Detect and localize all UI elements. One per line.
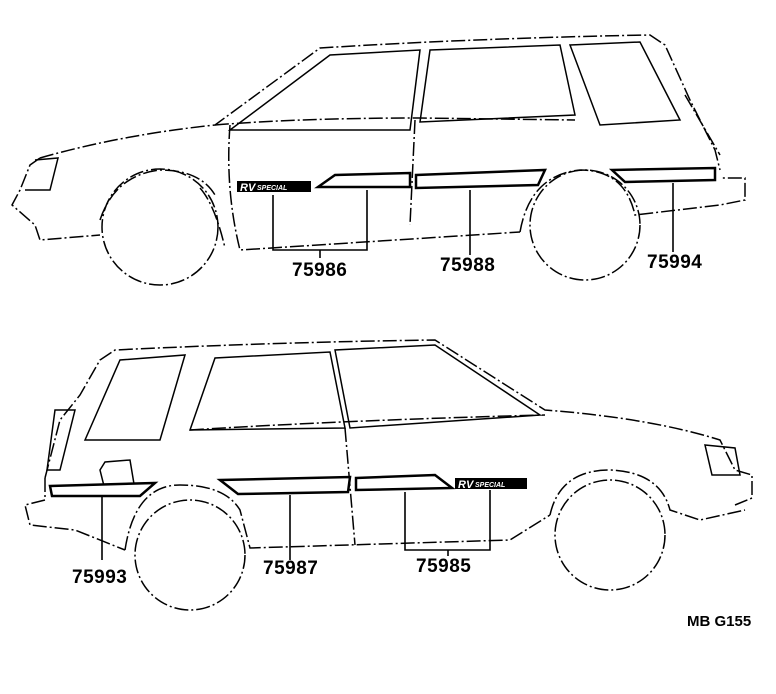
drawing-code: MB G155 xyxy=(687,613,752,630)
rv-special-emblem-top xyxy=(237,181,311,192)
part-number-75988: 75988 xyxy=(440,255,496,276)
rv-special-emblem-bottom xyxy=(455,478,527,489)
part-number-75994: 75994 xyxy=(647,252,703,273)
svg-text:SPECIAL: SPECIAL xyxy=(475,482,505,489)
svg-text:RV: RV xyxy=(240,182,257,194)
part-number-75985: 75985 xyxy=(416,556,472,577)
part-number-75986: 75986 xyxy=(292,260,348,281)
part-number-75993: 75993 xyxy=(72,567,128,588)
part-number-75987: 75987 xyxy=(263,558,319,579)
svg-text:RV: RV xyxy=(458,479,475,491)
svg-text:SPECIAL: SPECIAL xyxy=(257,185,287,192)
car-left-side-view: RV SPECIAL xyxy=(11,34,746,286)
car-right-side-view: RV SPECIAL xyxy=(24,339,753,611)
